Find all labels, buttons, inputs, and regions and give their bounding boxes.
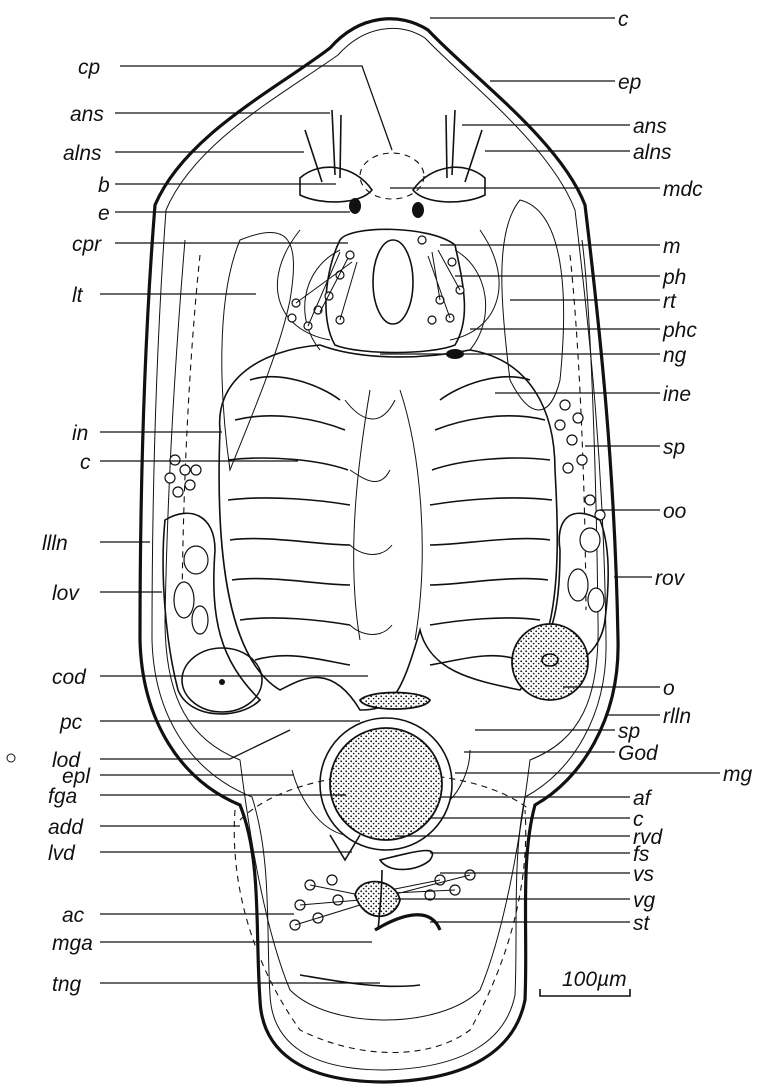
label-vg: vg <box>633 889 656 912</box>
label-phc: phc <box>662 319 697 342</box>
label-add: add <box>48 816 84 839</box>
label-tng: tng <box>52 973 82 996</box>
label-in: in <box>72 422 88 445</box>
label-st: st <box>633 912 651 935</box>
label-llln: llln <box>42 532 68 555</box>
label-cpr: cpr <box>72 233 102 256</box>
label-ph: ph <box>662 266 686 289</box>
scale-bar-label: 100µm <box>562 968 627 991</box>
label-ine: ine <box>663 383 691 406</box>
stray-circle-mark <box>7 754 15 762</box>
label-fga: fga <box>48 785 77 808</box>
leader-lines <box>100 18 720 983</box>
label-god: God <box>618 742 659 765</box>
label-mg: mg <box>723 763 752 786</box>
label-sp-2: sp <box>618 720 640 743</box>
scale-bar: 100µm <box>540 968 630 996</box>
label-af: af <box>633 787 653 810</box>
label-cp: cp <box>78 56 100 79</box>
label-mga: mga <box>52 932 93 955</box>
label-rlln: rlln <box>663 705 691 728</box>
label-lt: lt <box>72 284 84 307</box>
label-rt: rt <box>663 290 677 313</box>
label-pc: pc <box>59 711 83 734</box>
label-vs: vs <box>633 863 655 886</box>
label-ac: ac <box>62 904 85 927</box>
label-lvd: lvd <box>48 842 76 865</box>
label-c: c <box>80 451 91 474</box>
labels-left: cp ans alns b e cpr lt in c llln lov cod… <box>42 56 110 996</box>
label-o: o <box>663 677 675 700</box>
label-cod: cod <box>52 666 87 689</box>
label-oo: oo <box>663 500 687 523</box>
intestine <box>219 345 557 710</box>
label-sp: sp <box>663 436 685 459</box>
label-rov: rov <box>655 567 686 590</box>
label-lov: lov <box>52 582 80 605</box>
label-ng: ng <box>663 344 687 367</box>
label-ans-r: ans <box>633 115 667 138</box>
label-alns: alns <box>63 142 102 165</box>
label-c-top: c <box>618 8 629 31</box>
label-mdc: mdc <box>663 178 703 201</box>
label-ep: ep <box>618 71 641 94</box>
labels-right: c ep ans alns mdc m ph rt phc ng ine sp … <box>618 8 752 935</box>
label-b: b <box>98 174 110 197</box>
label-ans: ans <box>70 103 104 126</box>
label-e: e <box>98 202 110 225</box>
label-m: m <box>663 235 681 258</box>
label-alns-r: alns <box>633 141 672 164</box>
